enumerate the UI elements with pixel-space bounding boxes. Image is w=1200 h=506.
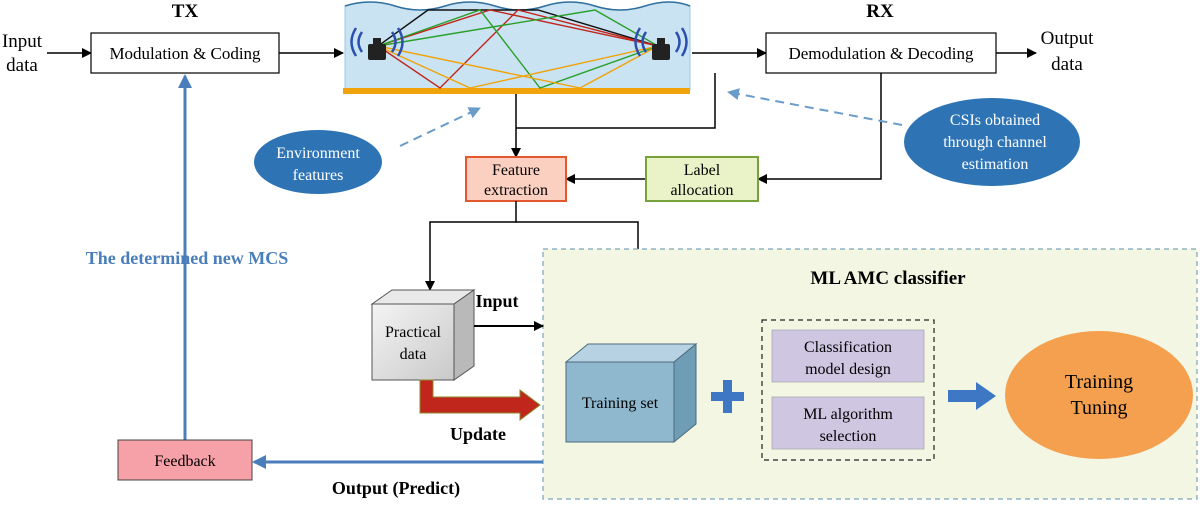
classification-model-box: Classification model design: [771, 329, 925, 383]
input-data-label: Input: [2, 31, 43, 52]
environment-features-ellipse: Environment features: [254, 130, 382, 194]
practical-data-text: data: [400, 346, 427, 363]
rx-to-feature-line: [516, 73, 716, 129]
practical-data-cube: Practical data: [370, 289, 476, 381]
demodulation-decoding-box: Demodulation & Decoding: [765, 32, 997, 74]
training-tuning-text: Training: [1065, 371, 1133, 393]
label-allocation-box: Label allocation: [645, 156, 759, 202]
update-label: Update: [450, 424, 506, 444]
csi-text: through channel: [943, 134, 1047, 151]
training-set-text: Training set: [582, 395, 659, 412]
output-data-label: data: [1051, 54, 1083, 75]
feature-split-line: [425, 201, 517, 291]
determined-mcs-label: The determined new MCS: [86, 248, 288, 268]
modulation-coding-text: Modulation & Coding: [109, 44, 261, 63]
output-predict-label: Output (Predict): [332, 478, 460, 499]
modulation-coding-box: Modulation & Coding: [90, 32, 280, 74]
model-design-group: [761, 319, 935, 461]
rx-to-label-line: [757, 73, 882, 184]
rx-transducer-icon: [634, 27, 688, 60]
label-allocation-text: allocation: [670, 182, 733, 199]
csi-text: CSIs obtained: [950, 112, 1040, 129]
tx-label: TX: [172, 1, 199, 22]
feature-extraction-text: Feature: [492, 162, 540, 179]
plus-icon: [711, 380, 744, 413]
feedback-box: Feedback: [117, 439, 253, 481]
ml-algorithm-text: ML algorithm: [803, 406, 893, 423]
csi-ellipse: CSIs obtained through channel estimation: [904, 98, 1080, 186]
training-set-cube: Training set: [564, 342, 698, 444]
label-allocation-text: Label: [684, 162, 721, 179]
seabed: [343, 88, 690, 94]
tx-transducer-icon: [350, 27, 404, 60]
classification-model-text: Classification: [804, 339, 892, 356]
csi-text: estimation: [962, 156, 1029, 173]
input-arrow-label: Input: [475, 291, 518, 311]
training-tuning-text: Tuning: [1070, 397, 1127, 419]
output-data-label: Output: [1041, 28, 1095, 49]
input-data-label: data: [6, 55, 38, 76]
environment-features-text: Environment: [276, 145, 360, 162]
practical-data-text: Practical: [385, 324, 442, 341]
update-arrow: [419, 379, 541, 421]
rx-label: RX: [866, 1, 894, 22]
demodulation-decoding-text: Demodulation & Decoding: [788, 44, 974, 63]
to-training-arrow: [948, 382, 996, 410]
underwater-channel: [343, 1, 691, 94]
feedback-text: Feedback: [154, 453, 215, 470]
csi-dashed-arrow: [727, 88, 903, 126]
feature-extraction-box: Feature extraction: [465, 156, 567, 202]
ml-amc-classifier-title: ML AMC classifier: [810, 268, 966, 289]
ml-algorithm-box: ML algorithm selection: [771, 396, 925, 450]
classification-model-text: model design: [805, 361, 891, 378]
ml-algorithm-text: selection: [820, 428, 877, 445]
environment-features-text: features: [293, 167, 344, 184]
training-tuning-ellipse: Training Tuning: [1005, 331, 1193, 459]
feature-extraction-text: extraction: [484, 182, 548, 199]
env-dashed-arrow: [399, 107, 481, 147]
